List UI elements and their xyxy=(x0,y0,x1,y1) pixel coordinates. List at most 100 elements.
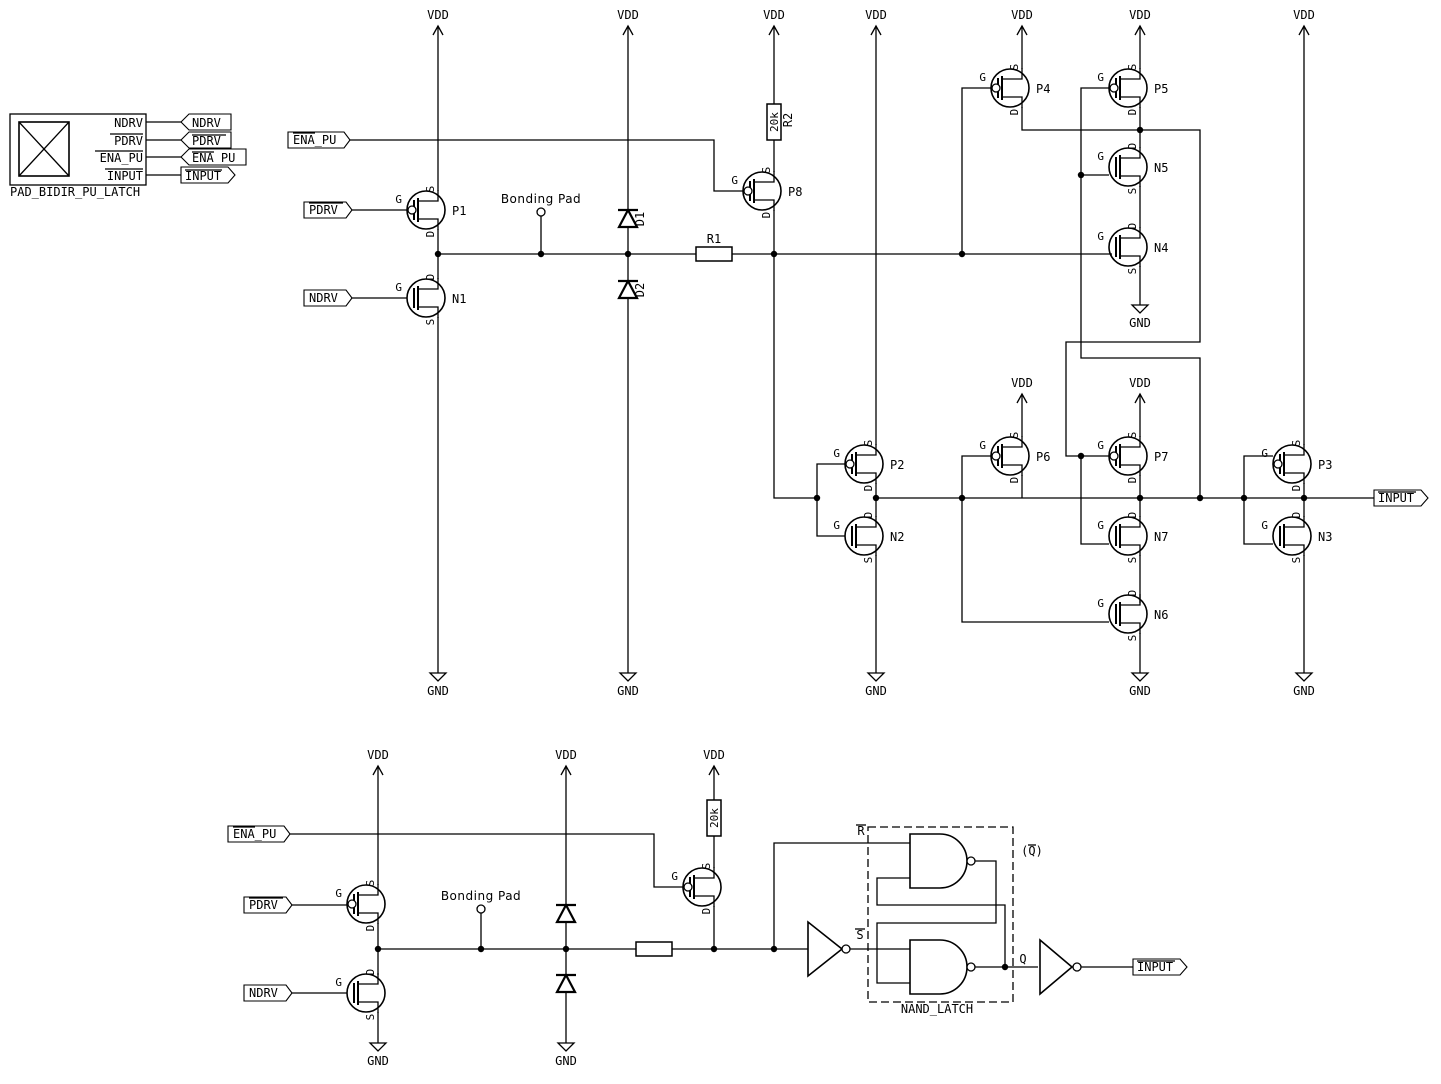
port-bottom-ena-pu[interactable]: ENA_PU xyxy=(227,825,291,843)
pin-bottom: D xyxy=(862,485,875,492)
pin-g: G xyxy=(1097,230,1104,243)
resistor-value: 20k xyxy=(768,112,781,132)
port-input[interactable]: INPUT xyxy=(1373,489,1429,507)
pin-bottom: D xyxy=(1126,109,1139,116)
port-bottom-input[interactable]: INPUT xyxy=(1132,958,1188,976)
hier-label-ena-pu[interactable] xyxy=(180,148,247,166)
transistor-label: N1 xyxy=(452,292,466,306)
lead xyxy=(754,199,775,211)
gate-bubble-icon xyxy=(347,899,357,909)
pin-bottom: D xyxy=(424,231,437,238)
transistor-label: N2 xyxy=(890,530,904,544)
symbol-pin-ena-pu: ENA_PU xyxy=(100,151,143,165)
pin-top: D xyxy=(1126,512,1139,519)
gnd-triangle-icon xyxy=(556,1042,576,1052)
transistor-bottom-pullup[interactable]: GSD xyxy=(671,863,722,915)
nand-gate-lower[interactable] xyxy=(909,939,976,995)
lead xyxy=(1002,68,1023,80)
wire xyxy=(961,455,1109,623)
lead xyxy=(856,472,877,484)
port-ndrv[interactable]: NDRV xyxy=(303,289,353,307)
nand-latch[interactable] xyxy=(867,826,1014,1003)
diode-d2[interactable]: D2 xyxy=(617,278,647,300)
hier-label-pdrv[interactable] xyxy=(180,131,232,149)
latch-r-bar-label: R xyxy=(857,824,865,838)
transistor-body xyxy=(1108,516,1148,556)
gate-bubble-icon xyxy=(845,459,855,469)
symbol-block[interactable]: NDRV PDRV ENA_PU INPUT PAD_BIDIR_PU_LATC… xyxy=(9,113,247,199)
vdd-label: VDD xyxy=(1293,8,1315,22)
transistor-label: N4 xyxy=(1154,241,1168,255)
bonding-pad-icon xyxy=(476,904,486,914)
junction-dot xyxy=(1077,171,1085,179)
bottom-bonding-pad[interactable]: Bonding Pad xyxy=(441,889,521,914)
transistor-bottom-p-driver[interactable]: GSD xyxy=(335,880,386,932)
diode-d1[interactable]: D1 xyxy=(617,207,647,229)
port-bottom-ndrv[interactable]: NDRV xyxy=(243,984,293,1002)
pin-g: G xyxy=(335,887,342,900)
port-ena-pu[interactable]: ENA_PU xyxy=(287,131,351,149)
pin-bottom: D xyxy=(364,925,377,932)
inverter-input[interactable] xyxy=(807,920,851,978)
gnd-label: GND xyxy=(1293,684,1315,698)
gnd-label: GND xyxy=(1129,316,1151,330)
bottom-resistor-pullup[interactable]: 20k xyxy=(706,799,722,837)
port-bottom-pdrv[interactable]: PDRV xyxy=(243,896,293,914)
transistor-body xyxy=(1272,516,1312,556)
pin-bottom: D xyxy=(1008,477,1021,484)
bottom-resistor-series[interactable] xyxy=(635,941,673,957)
pin-top: S xyxy=(1290,440,1303,447)
port-pdrv[interactable]: PDRV xyxy=(303,201,353,219)
pin-bottom: S xyxy=(1126,557,1139,564)
wire xyxy=(350,139,743,192)
hier-label-ndrv[interactable] xyxy=(180,113,232,131)
latch-s-bar-label: S xyxy=(856,928,863,942)
hier-label-input[interactable] xyxy=(180,166,236,184)
lead xyxy=(1120,96,1141,108)
gnd-power-symbol: GND xyxy=(1129,304,1151,330)
symbol-pin-ndrv: NDRV xyxy=(114,116,143,130)
inverter-output[interactable] xyxy=(1039,938,1082,996)
gnd-triangle-icon xyxy=(428,672,448,682)
pin-top: D xyxy=(1126,143,1139,150)
port-shape xyxy=(227,825,291,843)
port-label: NDRV xyxy=(249,986,278,1000)
vdd-label: VDD xyxy=(1129,8,1151,22)
pin-g: G xyxy=(979,71,986,84)
transistor-body xyxy=(1108,594,1148,634)
port-label: PDRV xyxy=(309,203,338,217)
gate-bubble-icon xyxy=(1109,83,1119,93)
pin-g: G xyxy=(833,447,840,460)
resistor-r1[interactable]: R1 xyxy=(695,232,733,262)
wire xyxy=(773,210,817,499)
hier-label-ndrv-text: NDRV xyxy=(192,116,221,130)
wire xyxy=(961,87,991,254)
bonding-pad[interactable]: Bonding Pad xyxy=(501,192,581,217)
lead xyxy=(418,218,439,230)
bottom-diode-upper[interactable] xyxy=(555,902,577,924)
wire xyxy=(876,860,997,984)
port-shape xyxy=(1132,958,1188,976)
bottom-diode-lower[interactable] xyxy=(555,972,577,994)
pin-g: G xyxy=(1097,439,1104,452)
junction-dot xyxy=(1136,126,1144,134)
nand-gate-upper[interactable] xyxy=(909,833,976,889)
pin-bottom: D xyxy=(1290,485,1303,492)
